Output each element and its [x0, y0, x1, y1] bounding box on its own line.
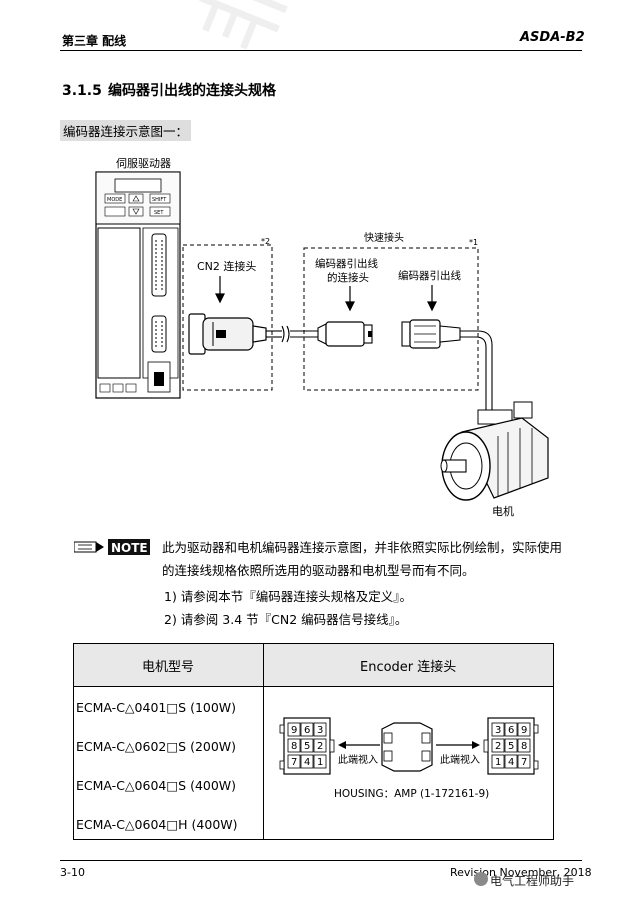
housing-label: HOUSING：AMP (1-172161-9) [334, 788, 489, 800]
encoder-lead-connector-label-1: 编码器引出线 [315, 257, 378, 270]
wechat-account: 电气工程师助手 [490, 874, 575, 888]
right-pin-block: 3 6 9 2 5 8 1 4 7 [483, 717, 539, 775]
table-header-bg [74, 644, 553, 687]
note-icon: NOTE [74, 539, 150, 555]
table-row-model-2: ECMA-C△0602□S (200W) [76, 739, 237, 754]
col-encoder-connector: Encoder 连接头 [360, 660, 457, 675]
pin-6: 6 [304, 725, 310, 736]
section-title: 3.1.5 编码器引出线的连接头规格 [62, 80, 276, 100]
pin-2: 2 [317, 741, 323, 752]
pin-7: 7 [291, 757, 297, 768]
center-connector [381, 722, 433, 772]
pin-7: 7 [521, 757, 527, 768]
cn2-label: CN2 连接头 [197, 260, 256, 273]
motor-label: 电机 [492, 504, 514, 518]
mode-button: MODE [107, 197, 122, 203]
pin-8: 8 [291, 741, 297, 752]
section-heading: 编码器引出线的连接头规格 [108, 83, 276, 99]
table-row-model-1: ECMA-C△0401□S (100W) [76, 700, 237, 715]
left-pin-block: 9 6 3 8 5 2 7 4 1 [279, 717, 335, 775]
note-text-line2: 的连接线规格依照所选用的驱动器和电机型号而有不同。 [162, 563, 475, 578]
chapter-header: 第三章 配线 [62, 34, 127, 48]
lead-connector-male [401, 319, 461, 349]
table-row-model-4: ECMA-C△0604□H (400W) [76, 817, 238, 832]
pointer-arrows [215, 276, 437, 312]
table-row-model-3: ECMA-C△0604□S (400W) [76, 778, 237, 793]
encoder-lead-connector-label-2: 的连接头 [327, 271, 369, 284]
encoder-lead-label: 编码器引出线 [398, 269, 461, 282]
lead-connector-female [317, 321, 373, 347]
pin-5: 5 [508, 741, 514, 752]
header-divider [60, 50, 582, 51]
table-header-divider [74, 686, 553, 687]
pin-9: 9 [291, 725, 297, 736]
drive-label: 伺服驱动器 [116, 157, 171, 170]
footnote-2: *2 [261, 237, 270, 246]
pin-4: 4 [304, 757, 310, 768]
section-number: 3.1.5 [62, 83, 102, 99]
quick-connector-label: 快速接头 [364, 231, 404, 244]
servo-motor [440, 401, 549, 501]
cn2-dashed-box [182, 244, 273, 391]
diagram-subtitle: 编码器连接示意图一： [60, 120, 192, 141]
footer-divider [60, 860, 582, 861]
view-direction-label-left: 此端视入 [338, 753, 378, 766]
pin-5: 5 [304, 741, 310, 752]
table-column-divider [263, 644, 264, 839]
col-motor-model: 电机型号 [142, 660, 195, 675]
set-button: SET [154, 210, 164, 216]
pin-4: 4 [508, 757, 514, 768]
note-label: NOTE [111, 541, 148, 555]
pin-1: 1 [317, 757, 323, 768]
servo-drive: MODE SHIFT SET [95, 171, 181, 399]
footnote-1: *1 [469, 238, 478, 247]
pin-3: 3 [317, 725, 323, 736]
view-direction-label-right: 此端视入 [440, 753, 480, 766]
pin-3: 3 [495, 725, 501, 736]
note-item-2: 2) 请参阅 3.4 节『CN2 编码器信号接线』。 [164, 612, 408, 627]
encoder-connector-diagram: 9 6 3 8 5 2 7 4 1 此端视入 此端视入 3 [279, 717, 539, 800]
pin-6: 6 [508, 725, 514, 736]
note-item-1: 1) 请参阅本节『编码器连接头规格及定义』。 [164, 589, 413, 604]
cn2-plug [188, 313, 267, 355]
pin-1: 1 [495, 757, 501, 768]
encoder-connection-diagram: 伺服驱动器 MODE SHIFT SET *2 快速接头 *1 CN2 [95, 157, 549, 518]
pin-2: 2 [495, 741, 501, 752]
brand-logo: ASDA-B2 [520, 30, 585, 45]
quick-connector-dashed-box [303, 247, 479, 391]
shift-button: SHIFT [152, 197, 167, 203]
pin-8: 8 [521, 741, 527, 752]
page-number: 3-10 [60, 866, 85, 879]
note-text-line1: 此为驱动器和电机编码器连接示意图，并非依照实际比例绘制，实际使用 [162, 540, 563, 555]
wechat-icon [474, 872, 488, 886]
pin-9: 9 [521, 725, 527, 736]
encoder-spec-table [73, 643, 554, 840]
